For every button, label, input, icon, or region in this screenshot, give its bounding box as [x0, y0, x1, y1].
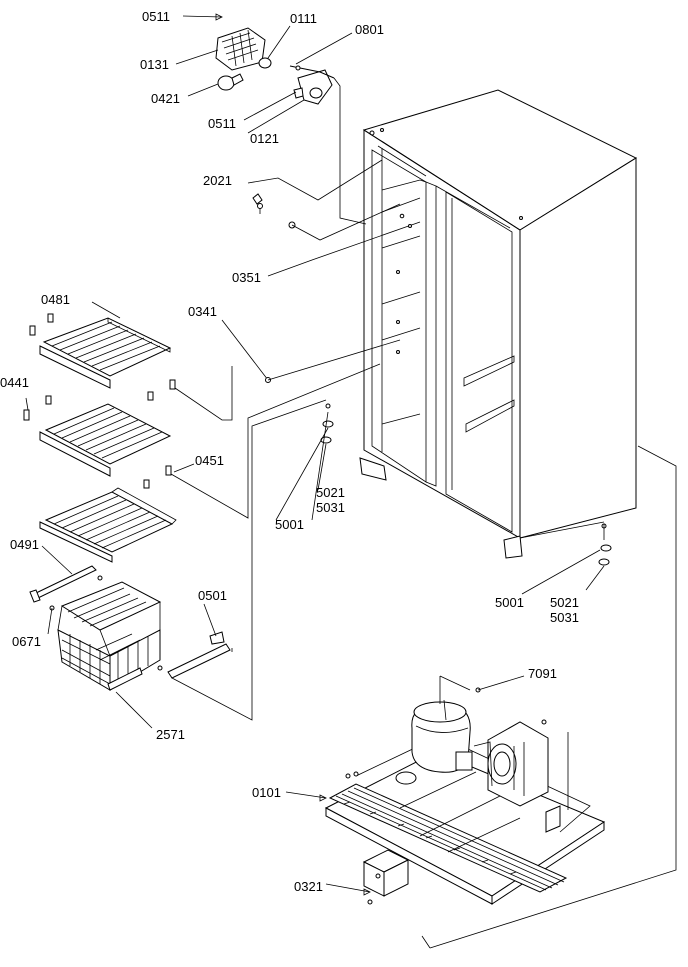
electrical-box-0321 — [325, 849, 410, 905]
label-0341: 0341 — [188, 304, 217, 319]
light-housing-assembly — [215, 27, 335, 105]
label-0451: 0451 — [195, 453, 224, 468]
label-0511-top: 0511 — [142, 9, 170, 24]
label-5031-left: 5031 — [316, 500, 345, 515]
machine-compartment-0101 — [285, 676, 606, 905]
boundary-lines — [421, 445, 677, 949]
label-0101: 0101 — [252, 785, 281, 800]
wire-shelf-0481 — [29, 301, 233, 421]
leader-0341 — [221, 319, 401, 383]
label-5001-left: 5001 — [275, 517, 304, 532]
label-0801: 0801 — [355, 22, 384, 37]
label-0321: 0321 — [294, 879, 323, 894]
part-labels: 0511 0111 0801 0131 0421 0511 0121 2021 … — [0, 9, 579, 894]
label-0481: 0481 — [41, 292, 70, 307]
label-5021-right: 5021 — [550, 595, 579, 610]
label-0421: 0421 — [151, 91, 180, 106]
hinge-hardware-right — [521, 523, 612, 595]
basket-slide-0491 — [29, 545, 103, 635]
label-0671: 0671 — [12, 634, 41, 649]
leader-lines-top — [175, 13, 383, 225]
label-5021-left: 5021 — [316, 485, 345, 500]
label-7091: 7091 — [528, 666, 557, 681]
label-0491: 0491 — [10, 537, 39, 552]
label-0131: 0131 — [140, 57, 169, 72]
label-0441: 0441 — [0, 375, 29, 390]
label-0121: 0121 — [250, 131, 279, 146]
hinge-hardware-left — [275, 403, 334, 521]
label-5001-right: 5001 — [495, 595, 524, 610]
label-2571: 2571 — [156, 727, 185, 742]
label-5031-right: 5031 — [550, 610, 579, 625]
screw-2021 — [252, 193, 263, 209]
freezer-basket-2571 — [57, 399, 327, 729]
screw-0351 — [267, 203, 421, 277]
screw-7091 — [439, 675, 525, 693]
label-2021: 2021 — [203, 173, 232, 188]
label-0501: 0501 — [198, 588, 227, 603]
label-0111: 0111 — [290, 11, 317, 26]
basket-slide-0501 — [157, 603, 231, 679]
label-0511-mid: 0511 — [208, 116, 236, 131]
refrigerator-cabinet — [359, 89, 638, 559]
label-0351: 0351 — [232, 270, 261, 285]
wire-shelf-lower — [39, 487, 177, 563]
wire-shelf-0441 — [23, 363, 381, 519]
